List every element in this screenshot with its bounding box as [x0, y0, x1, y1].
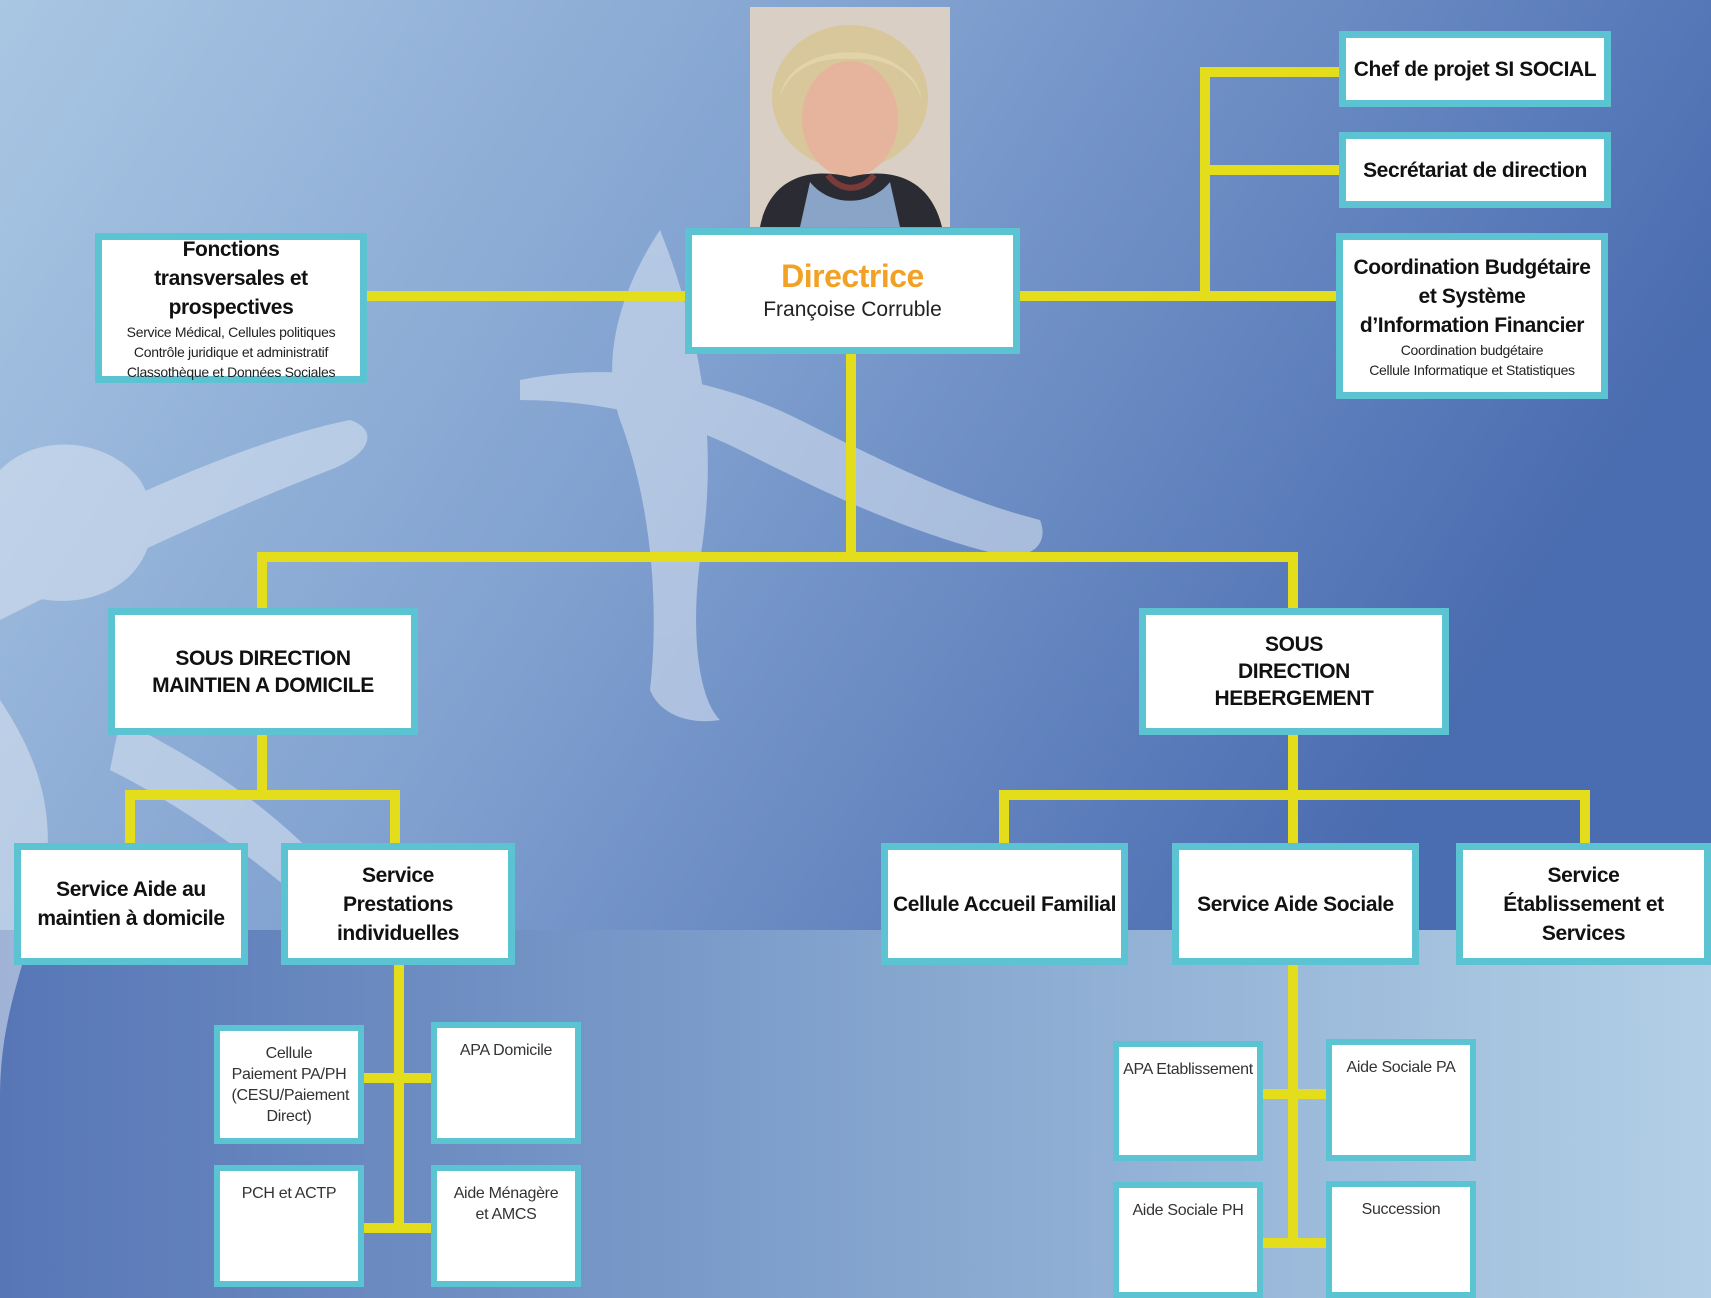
unit-apa-etablissement-box: APA Etablissement	[1113, 1041, 1263, 1161]
unit-aide-sociale-pa-label: Aide Sociale PA	[1346, 1059, 1456, 1076]
service-etablissement-label: Service Établissement et Services	[1503, 863, 1664, 945]
unit-aide-menagere-label: Aide Ménagère et AMCS	[453, 1185, 559, 1223]
service-aide-sociale-label: Service Aide Sociale	[1197, 892, 1394, 916]
secretariat-box: Secrétariat de direction	[1339, 132, 1611, 208]
cellule-accueil-familial-box: Cellule Accueil Familial	[881, 843, 1128, 965]
coordination-line: Coordination budgétaire	[1400, 341, 1544, 358]
transversal-line: Service Médical, Cellules politiques	[126, 323, 336, 340]
director-name: Françoise Corruble	[763, 298, 942, 321]
transversal-line: Classothèque et Données Sociales	[126, 363, 336, 380]
unit-cellule-paiement-label: Cellule Paiement PA/PH (CESU/Paiement Di…	[231, 1045, 350, 1125]
unit-pch-actp-label: PCH et ACTP	[241, 1185, 337, 1202]
service-aide-maintien-label: Service Aide au maintien à domicile	[37, 878, 225, 930]
unit-pch-actp-box: PCH et ACTP	[214, 1165, 364, 1287]
unit-cellule-paiement-box: Cellule Paiement PA/PH (CESU/Paiement Di…	[214, 1025, 364, 1144]
unit-apa-domicile-label: APA Domicile	[459, 1042, 553, 1059]
coordination-line: Cellule Informatique et Statistiques	[1369, 361, 1575, 378]
unit-apa-domicile-box: APA Domicile	[431, 1022, 581, 1144]
director-box: Directrice Françoise Corruble	[685, 228, 1020, 354]
service-etablissement-box: Service Établissement et Services	[1456, 843, 1711, 965]
coordination-title: Coordination Budgétaire et Système d’Inf…	[1353, 255, 1591, 337]
service-aide-maintien-box: Service Aide au maintien à domicile	[14, 843, 248, 965]
unit-aide-menagere-box: Aide Ménagère et AMCS	[431, 1165, 581, 1287]
director-portrait	[750, 7, 950, 227]
sous-direction-hebergement-title: SOUS DIRECTION HEBERGEMENT	[1214, 633, 1374, 710]
unit-apa-etablissement-label: APA Etablissement	[1123, 1061, 1253, 1078]
transversal-line: Contrôle juridique et administratif	[133, 343, 329, 360]
unit-succession-label: Succession	[1361, 1201, 1441, 1218]
unit-aide-sociale-ph-box: Aide Sociale PH	[1113, 1182, 1263, 1298]
director-title: Directrice	[781, 258, 924, 294]
coordination-box: Coordination Budgétaire et Système d’Inf…	[1336, 233, 1608, 399]
service-aide-sociale-box: Service Aide Sociale	[1172, 843, 1419, 965]
transversal-title: Fonctions transversales et prospectives	[154, 237, 308, 319]
sous-direction-domicile-box: SOUS DIRECTION MAINTIEN A DOMICILE	[108, 608, 418, 735]
service-prestations-box: Service Prestations individuelles	[281, 843, 515, 965]
cellule-accueil-familial-label: Cellule Accueil Familial	[892, 892, 1117, 916]
secretariat-label: Secrétariat de direction	[1363, 158, 1587, 182]
unit-aide-sociale-ph-label: Aide Sociale PH	[1132, 1202, 1244, 1219]
sous-direction-domicile-title: SOUS DIRECTION MAINTIEN A DOMICILE	[152, 646, 374, 697]
sous-direction-hebergement-box: SOUS DIRECTION HEBERGEMENT	[1139, 608, 1449, 735]
chef-projet-box: Chef de projet SI SOCIAL	[1339, 31, 1611, 107]
service-prestations-label: Service Prestations individuelles	[337, 863, 459, 945]
unit-succession-box: Succession	[1326, 1181, 1476, 1298]
transversal-functions-box: Fonctions transversales et prospectives …	[95, 233, 367, 383]
unit-aide-sociale-pa-box: Aide Sociale PA	[1326, 1039, 1476, 1161]
chef-projet-label: Chef de projet SI SOCIAL	[1353, 57, 1597, 81]
